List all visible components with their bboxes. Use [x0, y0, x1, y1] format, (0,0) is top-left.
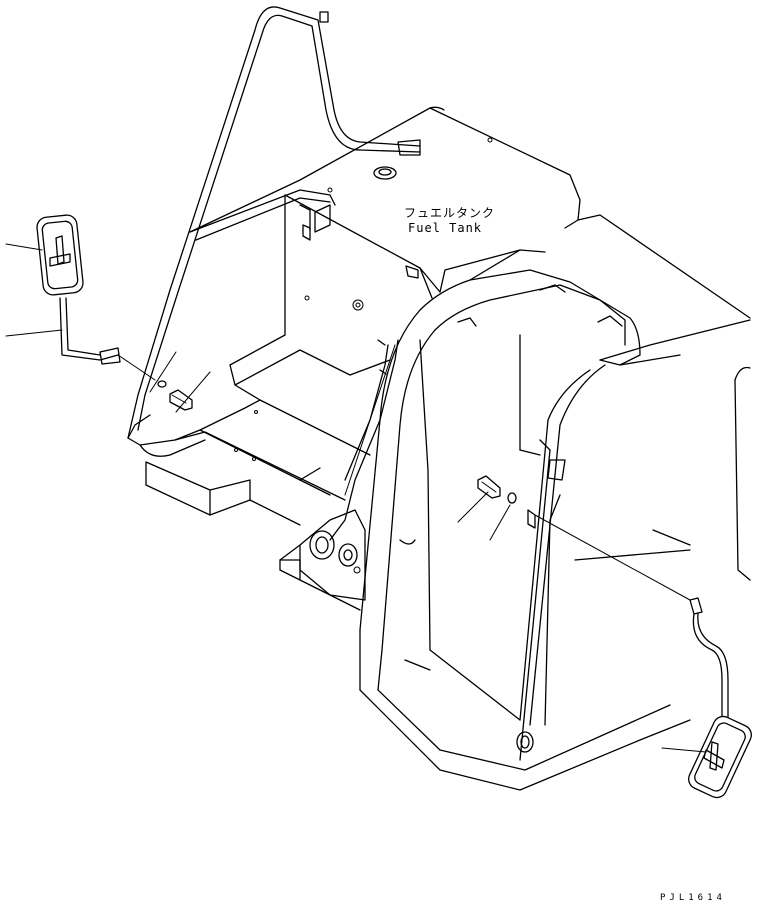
left-mirror: [36, 214, 84, 296]
left-bolt-washer: [157, 380, 193, 411]
fuel-tank: [189, 106, 751, 375]
leader-lines: [5, 243, 707, 753]
fuel-tank-label-en: Fuel Tank: [408, 221, 483, 235]
right-mirror-stay: [689, 597, 729, 721]
cab-hinge: [279, 509, 366, 611]
cab-frame: [329, 249, 751, 791]
drawing-code: PJL1614: [660, 893, 726, 903]
left-mirror-stay: [59, 297, 156, 381]
frame-deck: [127, 349, 391, 526]
right-bolt-washer: [477, 475, 517, 504]
handrail: [127, 6, 421, 439]
fuel-tank-label-jp: フュエルタンク: [404, 206, 496, 220]
right-mirror: [688, 715, 752, 799]
